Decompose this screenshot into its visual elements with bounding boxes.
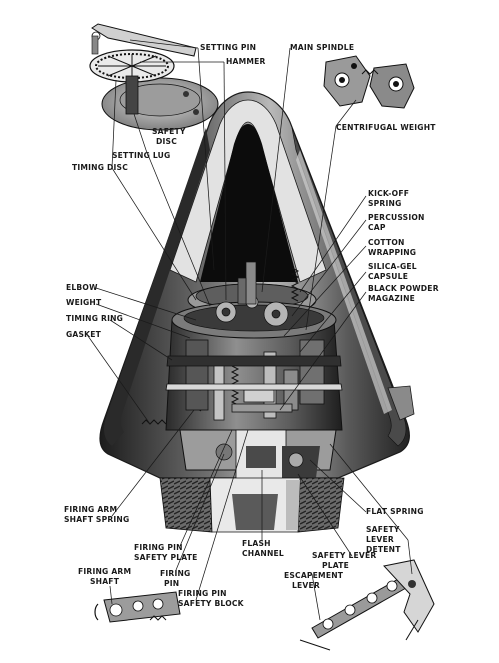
label-firing-arm-shaft-2: SHAFT <box>90 577 120 586</box>
nose-cavity <box>200 124 298 282</box>
timing-ring <box>166 355 342 367</box>
label-firing-pin-safety-plate-1: FIRING PIN <box>134 543 183 552</box>
label-timing-disc: TIMING DISC <box>72 163 128 172</box>
gear-train <box>215 261 289 327</box>
label-safety-disc-1: SAFETY <box>152 127 186 136</box>
label-safety-lever-detent-3: DETENT <box>366 545 401 554</box>
label-safety-lever-detent-1: SAFETY <box>366 525 400 534</box>
shell-side-lug <box>387 385 415 421</box>
label-flash-channel-1: FLASH <box>242 539 271 548</box>
label-flat-spring: FLAT SPRING <box>366 507 424 516</box>
setting-pin-arm <box>91 23 197 57</box>
label-firing-arm-shaft-spring-1: FIRING ARM <box>64 505 117 514</box>
label-setting-lug: SETTING LUG <box>112 151 170 160</box>
gasket <box>165 383 343 391</box>
label-firing-pin-1: FIRING <box>160 569 190 578</box>
leader-lines <box>87 39 413 621</box>
safety-lever-detent-part <box>383 559 435 633</box>
label-escapement-lever-2: LEVER <box>292 581 320 590</box>
setting-lug-part <box>125 75 139 115</box>
label-silica-gel-2: CAPSULE <box>368 272 408 281</box>
label-safety-lever-plate-1: SAFETY LEVER <box>312 551 376 560</box>
callout-labels: SETTING PIN HAMMER MAIN SPINDLE SAFETY D… <box>64 43 439 608</box>
shell-left-band <box>104 128 210 446</box>
thread-right <box>297 477 345 533</box>
label-hammer: HAMMER <box>226 57 266 66</box>
label-main-spindle: MAIN SPINDLE <box>290 43 354 52</box>
label-elbow: ELBOW <box>66 283 98 292</box>
timing-disc-detail <box>89 23 219 131</box>
label-escapement-lever-1: ESCAPEMENT <box>284 571 344 580</box>
threaded-base <box>159 477 345 533</box>
label-black-powder-2: MAGAZINE <box>368 294 415 303</box>
shell-cut-face <box>169 99 327 283</box>
label-silica-gel-1: SILICA-GEL <box>368 262 417 271</box>
label-timing-ring: TIMING RING <box>66 314 123 323</box>
label-firing-pin-safety-block-2: SAFETY BLOCK <box>178 599 245 608</box>
label-gasket: GASKET <box>66 330 102 339</box>
label-firing-pin-safety-block-1: FIRING PIN <box>178 589 227 598</box>
centrifugal-weight-detail <box>323 55 415 109</box>
label-centrifugal-weight: CENTRIFUGAL WEIGHT <box>336 123 436 132</box>
label-firing-pin-2: PIN <box>164 579 179 588</box>
label-firing-arm-shaft-spring-2: SHAFT SPRING <box>64 515 129 524</box>
label-kick-off-spring-2: SPRING <box>368 199 402 208</box>
label-safety-lever-plate-2: PLATE <box>322 561 349 570</box>
label-safety-lever-detent-2: LEVER <box>366 535 394 544</box>
escapement-detail <box>299 559 435 651</box>
label-cotton-wrapping-1: COTTON <box>368 238 405 247</box>
label-cotton-wrapping-2: WRAPPING <box>368 248 416 257</box>
label-flash-channel-2: CHANNEL <box>242 549 284 558</box>
label-kick-off-spring-1: KICK-OFF <box>368 189 409 198</box>
label-firing-arm-shaft-1: FIRING ARM <box>78 567 131 576</box>
label-firing-pin-safety-plate-2: SAFETY PLATE <box>134 553 198 562</box>
label-percussion-cap-2: CAP <box>368 223 386 232</box>
label-percussion-cap-1: PERCUSSION <box>368 213 425 222</box>
label-setting-pin: SETTING PIN <box>200 43 256 52</box>
shell-right-band <box>291 127 407 447</box>
mechanism-assembly <box>141 261 343 481</box>
label-safety-disc-2: DISC <box>156 137 177 146</box>
label-weight: WEIGHT <box>66 298 102 307</box>
firing-arm-detail <box>94 591 181 623</box>
label-black-powder-1: BLACK POWDER <box>368 284 439 293</box>
thread-left <box>159 477 213 533</box>
